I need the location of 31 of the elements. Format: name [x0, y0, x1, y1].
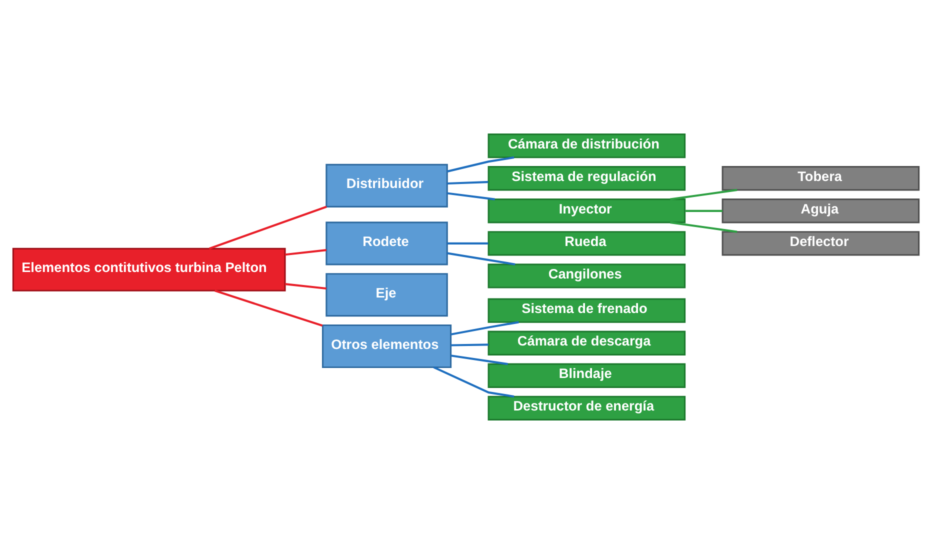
connector	[208, 205, 326, 250]
connector	[450, 354, 508, 365]
connector	[284, 282, 326, 290]
connector	[684, 209, 722, 212]
connector	[446, 180, 488, 184]
node-box: Aguja	[721, 198, 920, 223]
node-box: Deflector	[721, 230, 920, 256]
connector	[446, 156, 514, 172]
node-box: Cangilones	[487, 263, 686, 288]
node-box: Cámara de distribución	[487, 133, 686, 158]
node-box: Elementos contitutivos turbina Pelton	[12, 247, 286, 291]
node-box: Cámara de descarga	[487, 330, 686, 355]
node-box: Tobera	[721, 166, 920, 190]
connector	[446, 192, 494, 200]
connector	[446, 242, 488, 244]
node-box: Eje	[325, 272, 448, 316]
connector	[450, 320, 518, 335]
node-box: Distribuidor	[325, 163, 448, 207]
node-box: Rueda	[487, 230, 686, 256]
connector	[670, 188, 737, 200]
connector	[214, 289, 322, 326]
node-box: Sistema de regulación	[487, 166, 686, 190]
node-box: Rodete	[325, 221, 448, 265]
node-box: Sistema de frenado	[487, 298, 686, 322]
node-box: Otros elementos	[321, 324, 452, 368]
connector	[284, 248, 326, 256]
node-box: Destructor de energía	[487, 395, 686, 420]
connector	[450, 343, 488, 346]
node-box: Blindaje	[487, 362, 686, 388]
connector	[670, 220, 737, 232]
node-box: Inyector	[487, 198, 686, 223]
